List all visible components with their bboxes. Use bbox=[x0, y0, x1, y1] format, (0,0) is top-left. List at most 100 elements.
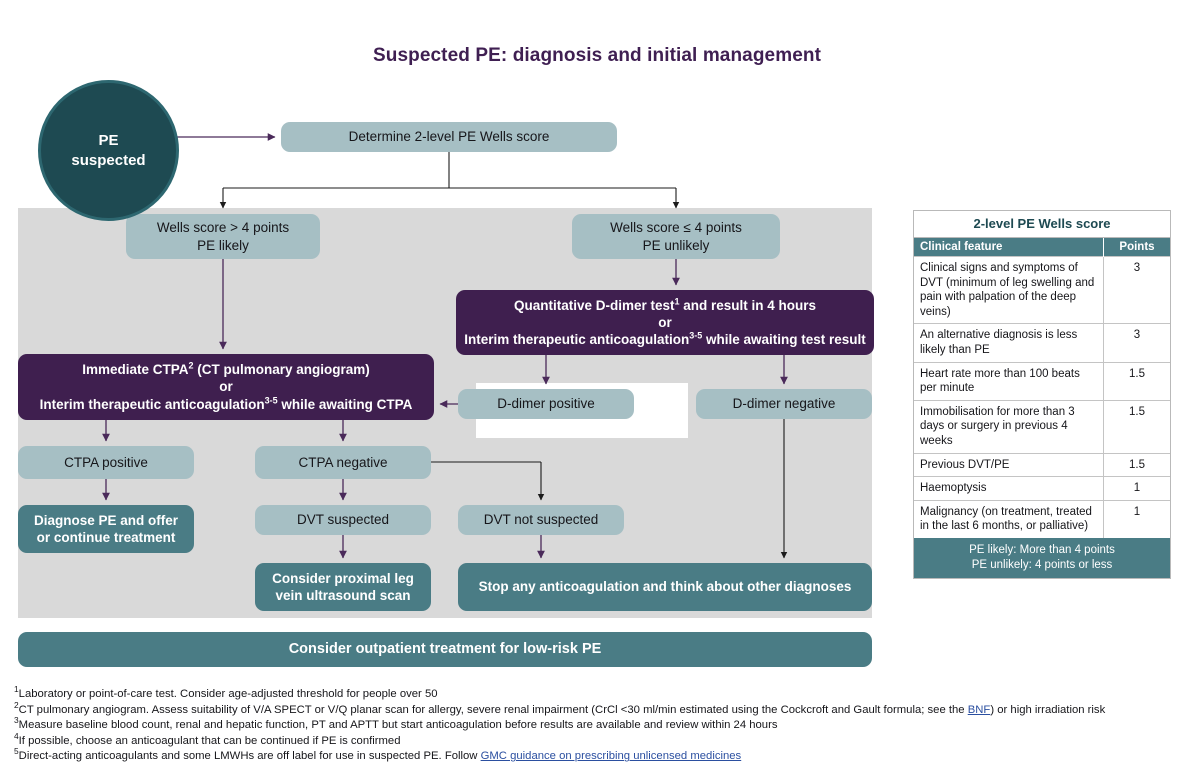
wells-footer-line2: PE unlikely: 4 points or less bbox=[971, 559, 1113, 572]
node-pe-suspected[interactable]: PE suspected bbox=[38, 80, 179, 221]
wells-row-points: 1.5 bbox=[1103, 399, 1170, 454]
node-proximal-line2: vein ultrasound scan bbox=[275, 588, 411, 603]
node-dvt-suspected[interactable]: DVT suspected bbox=[255, 505, 431, 535]
immediate-ctpa-text-b: (CT pulmonary angiogram) bbox=[193, 362, 370, 378]
footnote-4-marker: 4 bbox=[14, 730, 19, 741]
node-immediate-ctpa-line1: Immediate CTPA2 (CT pulmonary angiogram) bbox=[40, 361, 413, 378]
wells-table-header-row: Clinical feature Points bbox=[914, 238, 1170, 257]
page-title: Suspected PE: diagnosis and initial mana… bbox=[372, 45, 822, 66]
footnote-4-text: If possible, choose an anticoagulant tha… bbox=[18, 734, 401, 747]
node-dvt-suspected-label: DVT suspected bbox=[296, 512, 390, 528]
wells-score-table: 2-level PE Wells score Clinical feature … bbox=[913, 210, 1171, 580]
node-outpatient-treatment-label: Consider outpatient treatment for low-ri… bbox=[288, 641, 602, 658]
node-stop-anticoagulation[interactable]: Stop any anticoagulation and think about… bbox=[458, 563, 872, 611]
node-proximal-leg-vein-ultrasound[interactable]: Consider proximal leg vein ultrasound sc… bbox=[255, 563, 431, 611]
wells-footer-line1: PE likely: More than 4 points bbox=[969, 543, 1115, 556]
table-row: Clinical signs and symptoms of DVT (mini… bbox=[914, 255, 1170, 324]
wells-row-points: 1 bbox=[1103, 476, 1170, 501]
wells-table-header-points: Points bbox=[1103, 238, 1170, 257]
d-dimer-test-superscript-1: 1 bbox=[674, 296, 680, 307]
immediate-ctpa-superscript-2: 2 bbox=[188, 360, 194, 371]
table-row: Heart rate more than 100 beats per minut… bbox=[914, 361, 1170, 401]
bnf-link[interactable]: BNF bbox=[967, 703, 991, 716]
table-row: Previous DVT/PE 1.5 bbox=[914, 452, 1170, 477]
node-d-dimer-positive[interactable]: D-dimer positive bbox=[458, 389, 634, 419]
wells-row-feature: Haemoptysis bbox=[914, 476, 1104, 501]
footnote-2: 2CT pulmonary angiogram. Assess suitabil… bbox=[14, 699, 1184, 719]
node-diagnose-pe[interactable]: Diagnose PE and offer or continue treatm… bbox=[18, 505, 194, 553]
footnote-4: 4If possible, choose an anticoagulant th… bbox=[14, 730, 1184, 750]
node-d-dimer-test-line3: Interim therapeutic anticoagulation3-5 w… bbox=[464, 331, 866, 348]
footnote-2-text-a: CT pulmonary angiogram. Assess suitabili… bbox=[18, 703, 968, 716]
ctpa-interim-superscript-3-5: 3-5 bbox=[264, 395, 278, 406]
table-row: Immobilisation for more than 3 days or s… bbox=[914, 399, 1170, 454]
node-immediate-ctpa-or: or bbox=[219, 379, 233, 395]
node-ctpa-negative[interactable]: CTPA negative bbox=[255, 446, 431, 479]
node-dvt-not-suspected-label: DVT not suspected bbox=[483, 512, 599, 528]
node-immediate-ctpa-line3: Interim therapeutic anticoagulation3-5 w… bbox=[40, 396, 413, 413]
wells-row-points: 1.5 bbox=[1103, 361, 1170, 401]
wells-row-points: 1.5 bbox=[1103, 452, 1170, 477]
node-quantitative-d-dimer-test[interactable]: Quantitative D-dimer test1 and result in… bbox=[456, 290, 874, 355]
wells-row-feature: Previous DVT/PE bbox=[914, 452, 1104, 477]
node-wells-unlikely-line2: PE unlikely bbox=[642, 237, 710, 253]
footnote-1: 1Laboratory or point-of-care test. Consi… bbox=[14, 684, 1184, 703]
node-wells-unlikely-line1: Wells score ≤ 4 points bbox=[610, 220, 742, 236]
d-dimer-interim-superscript-3-5: 3-5 bbox=[689, 330, 703, 341]
wells-row-points: 3 bbox=[1103, 255, 1170, 324]
footnote-1-marker: 1 bbox=[14, 684, 19, 695]
d-dimer-test-text-a: Quantitative D-dimer test bbox=[513, 297, 675, 313]
node-diagnose-pe-line1: Diagnose PE and offer bbox=[33, 512, 179, 528]
d-dimer-interim-text-b: while awaiting test result bbox=[702, 332, 866, 348]
footnote-5: 5Direct-acting anticoagulants and some L… bbox=[14, 746, 1184, 765]
footnote-5-marker: 5 bbox=[14, 746, 19, 757]
node-determine-wells-score[interactable]: Determine 2-level PE Wells score bbox=[281, 122, 617, 152]
node-immediate-ctpa[interactable]: Immediate CTPA2 (CT pulmonary angiogram)… bbox=[18, 354, 434, 420]
node-ctpa-positive-label: CTPA positive bbox=[64, 454, 148, 470]
node-outpatient-treatment[interactable]: Consider outpatient treatment for low-ri… bbox=[18, 632, 872, 667]
wells-row-points: 3 bbox=[1103, 323, 1170, 363]
node-ctpa-negative-label: CTPA negative bbox=[298, 454, 388, 470]
node-wells-score-unlikely[interactable]: Wells score ≤ 4 points PE unlikely bbox=[572, 214, 780, 259]
wells-row-feature: Immobilisation for more than 3 days or s… bbox=[914, 399, 1104, 454]
node-proximal-line1: Consider proximal leg bbox=[272, 570, 414, 586]
node-ctpa-positive[interactable]: CTPA positive bbox=[18, 446, 194, 479]
node-d-dimer-test-line1: Quantitative D-dimer test1 and result in… bbox=[464, 297, 866, 314]
ctpa-interim-text-a: Interim therapeutic anticoagulation bbox=[39, 396, 265, 412]
footnote-3-marker: 3 bbox=[14, 715, 19, 726]
node-wells-likely-line1: Wells score > 4 points bbox=[156, 220, 290, 236]
node-d-dimer-negative-label: D-dimer negative bbox=[732, 396, 836, 412]
node-pe-suspected-line2: suspected bbox=[71, 151, 146, 169]
wells-row-feature: Heart rate more than 100 beats per minut… bbox=[914, 361, 1104, 401]
node-determine-wells-score-label: Determine 2-level PE Wells score bbox=[348, 129, 550, 145]
wells-row-points: 1 bbox=[1103, 499, 1170, 538]
node-d-dimer-positive-label: D-dimer positive bbox=[497, 396, 595, 412]
wells-row-feature: Clinical signs and symptoms of DVT (mini… bbox=[914, 255, 1104, 324]
table-row: An alternative diagnosis is less likely … bbox=[914, 323, 1170, 363]
footnote-3: 3Measure baseline blood count, renal and… bbox=[14, 715, 1184, 734]
footnote-1-text: Laboratory or point-of-care test. Consid… bbox=[18, 688, 438, 700]
wells-row-feature: Malignancy (on treatment, treated in the… bbox=[914, 499, 1104, 538]
ctpa-interim-text-b: while awaiting CTPA bbox=[277, 396, 413, 412]
footnote-5-text-a: Direct-acting anticoagulants and some LM… bbox=[18, 750, 481, 763]
node-pe-suspected-line1: PE bbox=[98, 132, 119, 149]
wells-table-title: 2-level PE Wells score bbox=[914, 211, 1170, 238]
node-d-dimer-test-or: or bbox=[658, 314, 672, 330]
footnote-3-text: Measure baseline blood count, renal and … bbox=[18, 719, 778, 732]
node-wells-score-likely[interactable]: Wells score > 4 points PE likely bbox=[126, 214, 320, 259]
wells-table-grid: Clinical feature Points Clinical signs a… bbox=[914, 238, 1170, 538]
d-dimer-interim-text-a: Interim therapeutic anticoagulation bbox=[464, 332, 690, 348]
footnote-2-marker: 2 bbox=[14, 699, 19, 710]
footnotes: 1Laboratory or point-of-care test. Consi… bbox=[14, 684, 1184, 765]
table-row: Haemoptysis 1 bbox=[914, 476, 1170, 501]
node-d-dimer-negative[interactable]: D-dimer negative bbox=[696, 389, 872, 419]
wells-table-header-feature: Clinical feature bbox=[914, 238, 1104, 257]
gmc-guidance-link[interactable]: GMC guidance on prescribing unlicensed m… bbox=[480, 750, 742, 763]
node-diagnose-pe-line2: or continue treatment bbox=[36, 530, 176, 545]
table-row: Malignancy (on treatment, treated in the… bbox=[914, 499, 1170, 538]
immediate-ctpa-text-a: Immediate CTPA bbox=[82, 362, 189, 378]
wells-table-footer: PE likely: More than 4 points PE unlikel… bbox=[914, 537, 1170, 579]
node-dvt-not-suspected[interactable]: DVT not suspected bbox=[458, 505, 624, 535]
